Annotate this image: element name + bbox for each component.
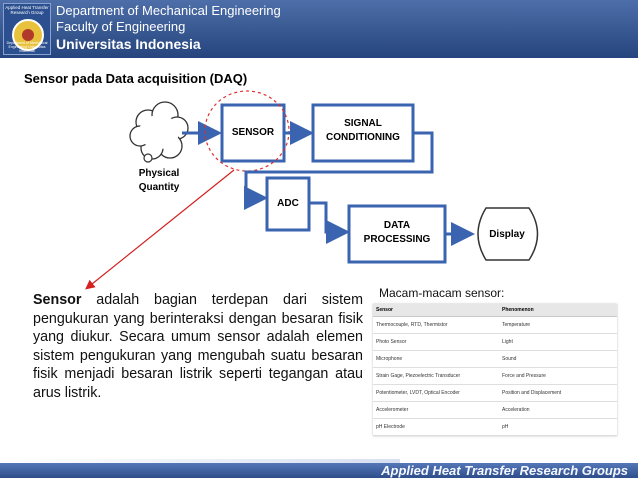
signal-conditioning-label: SIGNAL CONDITIONING [313,117,413,145]
data-label: DATA [383,220,411,231]
cloud-icon [129,101,189,160]
phenomenon-cell: Acceleration [499,401,617,419]
phenomenon-cell: Sound [499,350,617,368]
column-header-phenomenon: Phenomenon [499,304,617,317]
display-label: Display [489,229,525,240]
faculty-name: Faculty of Engineering [56,19,186,34]
phenomenon-cell: Temperature [499,316,617,334]
red-pointer-arrow [85,169,235,290]
cloud-tail-icon [143,153,153,163]
signal-label: SIGNAL [344,118,382,129]
sensor-highlight-circle [204,90,290,172]
signal-conditioning-block [311,103,415,163]
slide-title: Sensor pada Data acquisition (DAQ) [24,71,248,86]
phenomenon-cell: Light [499,333,617,351]
sensor-cell: Thermocouple, RTD, Thermistor [373,316,499,334]
data-processing-label: DATA PROCESSING [349,219,445,247]
processing-label: PROCESSING [363,234,431,245]
sensor-cell: Accelerometer [373,401,499,419]
sensor-cell: Potentiometer, LVDT, Optical Encoder [373,384,499,402]
research-group-logo: Applied Heat Transfer Research Group Dep… [3,3,51,55]
phenomenon-cell: Position and Displacement [499,384,617,402]
sensor-cell: Photo Sensor [373,333,499,351]
arrow-adc-to-data [309,201,350,244]
sensor-cell: pH Electrode [373,418,499,436]
physical-quantity-label: Physical Quantity [130,167,188,195]
sensor-cell: Microphone [373,350,499,368]
table-header-row: Sensor Phenomenon [373,304,617,317]
sensor-block [220,103,286,163]
data-processing-block [347,204,447,264]
department-name: Department of Mechanical Engineering [56,3,281,18]
definition-text: adalah bagian terdepan dari sistem pengu… [33,292,363,401]
display-block [477,207,539,261]
university-seal-icon [12,19,44,51]
quantity-label: Quantity [138,182,180,193]
sensor-types-label: Macam-macam sensor: [379,286,505,300]
phenomenon-cell: pH [499,418,617,436]
footer-group-name: Applied Heat Transfer Research Groups [381,463,628,478]
conditioning-label: CONDITIONING [326,132,400,143]
sensor-definition-paragraph: Sensor adalah bagian terdepan dari siste… [33,291,363,402]
university-name: Universitas Indonesia [56,36,201,52]
sensor-term: Sensor [33,292,82,308]
sensor-label: SENSOR [231,127,275,138]
sensor-phenomenon-table: Sensor Phenomenon Thermocouple, RTD, The… [373,304,617,436]
header-banner: Applied Heat Transfer Research Group Dep… [0,0,638,58]
column-header-sensor: Sensor [373,304,499,317]
footer-bar [0,463,638,478]
arrow-signal-to-adc [244,131,434,210]
sensor-cell: Strain Gage, Piezoelectric Transducer [373,367,499,385]
physical-label: Physical [138,168,180,179]
adc-label: ADC [277,198,299,209]
logo-text: Applied Heat Transfer Research Group [5,5,49,15]
logo-subtext: Department of Mechanical Engineering Uni… [6,41,48,53]
footer-divider [0,459,400,463]
phenomenon-cell: Force and Pressure [499,367,617,385]
